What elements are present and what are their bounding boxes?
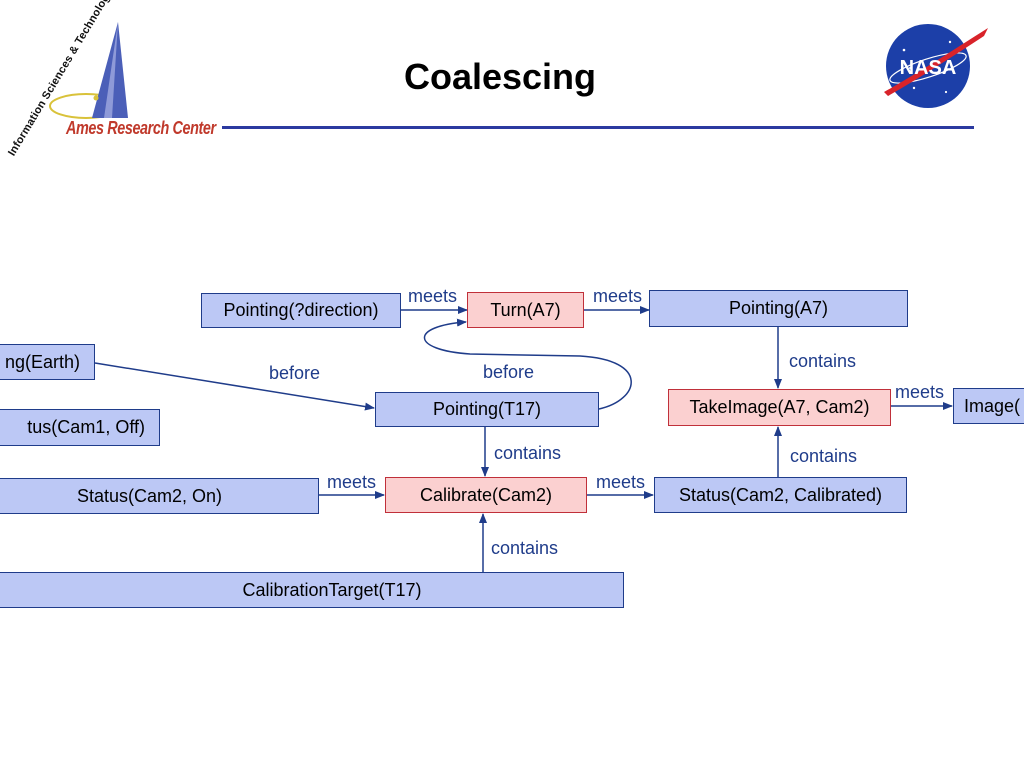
edge-label-meets: meets [327,472,377,492]
node-turn: Turn(A7) [467,292,584,328]
node-pointing-a7: Pointing(A7) [649,290,908,327]
ames-logo-graphic [49,22,128,119]
edge-label-contains: contains [789,351,857,371]
edge-label-meets: meets [895,382,945,402]
edge-label-contains: contains [491,538,559,558]
edge-label-contains: contains [494,443,562,463]
node-image: Image( [953,388,1024,424]
node-pointing-earth: ng(Earth) [0,344,95,380]
node-take-image: TakeImage(A7, Cam2) [668,389,891,426]
node-pointing-direction: Pointing(?direction) [201,293,401,328]
node-calibrate: Calibrate(Cam2) [385,477,587,513]
edge-label-meets: meets [596,472,646,492]
node-status-cam2-on: Status(Cam2, On) [0,478,319,514]
edge-pointing-earth-pointing-t17 [94,362,375,411]
edge-label-before: before [269,363,321,383]
node-calibration-target: CalibrationTarget(T17) [0,572,624,608]
edge-label-contains: contains [790,446,858,466]
nasa-logo: NASA [884,24,988,108]
page-title: Coalescing [403,56,597,97]
node-status-cam2-calibrated: Status(Cam2, Calibrated) [654,477,907,513]
edge-label-meets: meets [408,286,458,306]
edge-label-meets: meets [593,286,643,306]
header-rule [222,126,974,129]
edge-pointing-t17-turn [423,318,632,410]
org-name: Ames Research Center [66,118,216,138]
node-status-cam1: tus(Cam1, Off) [0,409,160,446]
node-pointing-t17: Pointing(T17) [375,392,599,427]
edge-label-before: before [483,362,535,382]
nasa-logo-text: NASA [900,57,957,79]
